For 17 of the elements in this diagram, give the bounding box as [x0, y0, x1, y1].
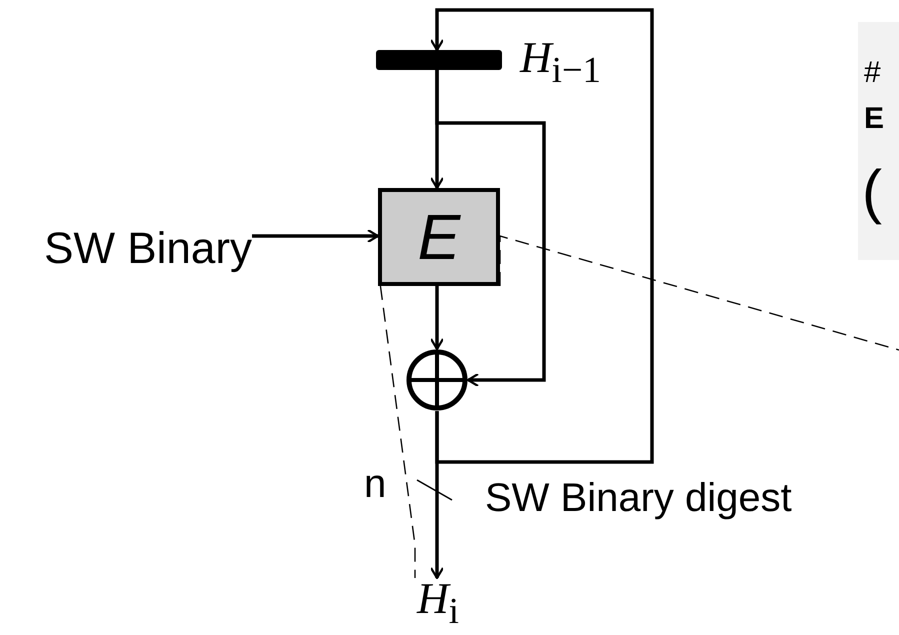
arrow — [430, 286, 444, 350]
zoom-guide-line — [380, 286, 416, 578]
arrow — [252, 228, 380, 244]
panel-text: # — [864, 58, 881, 88]
zoom-guide-line — [499, 235, 899, 351]
panel-text: ( — [862, 162, 882, 222]
panel-text: E — [864, 104, 884, 134]
arrow — [435, 70, 546, 388]
bus-width-label: n — [364, 464, 386, 504]
output-label: H$_{i}$ — [414, 578, 462, 628]
register-bar — [376, 50, 502, 70]
input-label: SW Binary — [0, 228, 252, 270]
output-caption: SW Binary digest — [485, 478, 792, 518]
register-label: H$_{i−1}$ — [520, 36, 601, 88]
arrow — [430, 8, 654, 464]
xor-symbol — [406, 349, 468, 411]
function-box: E — [378, 188, 500, 286]
